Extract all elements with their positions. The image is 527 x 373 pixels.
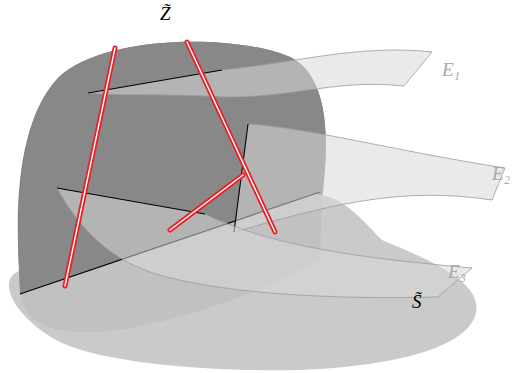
math-label: E₂: [492, 164, 510, 183]
math-label: E₁: [442, 60, 460, 79]
math-label: S̃: [412, 292, 422, 311]
math-label: E₃: [448, 262, 466, 281]
math-label: Z̃: [160, 4, 171, 23]
